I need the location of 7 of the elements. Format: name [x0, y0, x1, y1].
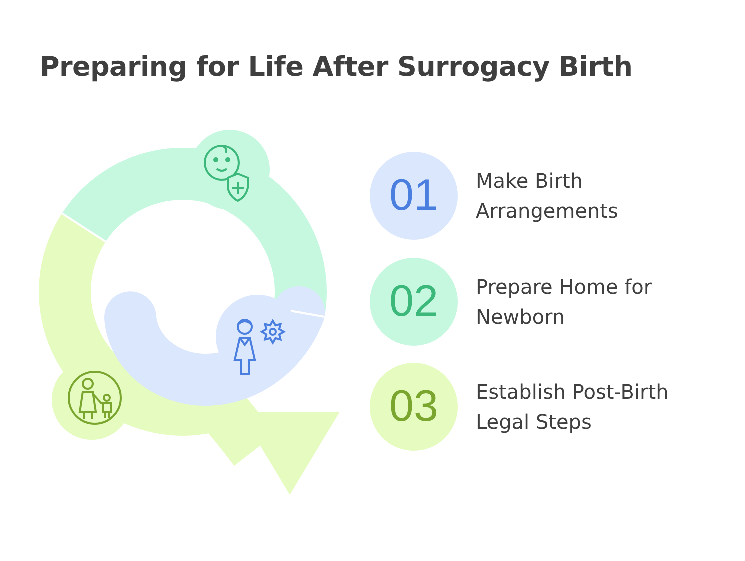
title: Preparing for Life After Surrogacy Birth — [40, 52, 634, 83]
number-circle: 02 — [370, 258, 458, 346]
step-label: Prepare Home for Newborn — [476, 274, 654, 331]
number-circle: 01 — [370, 152, 458, 240]
number-circle: 03 — [370, 363, 458, 451]
step-label: Establish Post-Birth Legal Steps — [476, 379, 670, 436]
step-label: Make Birth Arrangements — [476, 168, 620, 225]
